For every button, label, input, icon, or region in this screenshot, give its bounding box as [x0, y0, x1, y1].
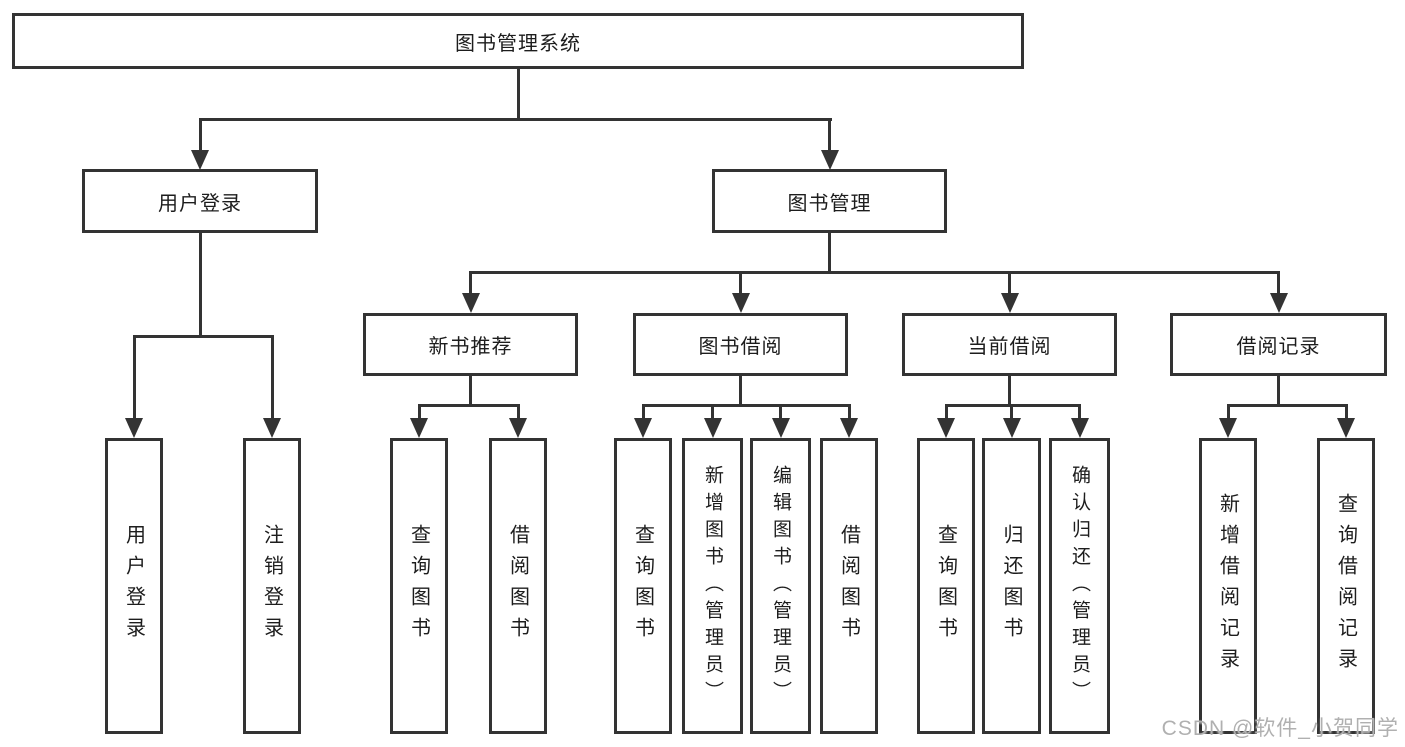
leaf-records-query-record: 查询借阅记录 — [1317, 438, 1375, 734]
leaf-recommend-query-books: 查询图书 — [390, 438, 448, 734]
node-book-management: 图书管理 — [712, 169, 947, 233]
connector-line — [1008, 272, 1011, 293]
arrow-down-icon — [1070, 418, 1089, 438]
node-borrow-records: 借阅记录 — [1170, 313, 1387, 376]
connector-line — [641, 405, 645, 418]
connector-line — [132, 336, 136, 418]
node-current-borrow: 当前借阅 — [902, 313, 1117, 376]
connector-line — [1277, 272, 1280, 293]
connector-line — [828, 119, 831, 150]
arrow-down-icon — [771, 418, 790, 438]
connector-line — [779, 405, 782, 418]
connector-line — [739, 376, 742, 405]
connector-line — [516, 405, 520, 418]
connector-line — [270, 336, 274, 418]
arrow-down-icon — [703, 418, 722, 438]
connector-line — [847, 405, 851, 418]
connector-line — [1008, 376, 1011, 405]
connector-line — [1078, 405, 1081, 418]
arrow-down-icon — [634, 418, 652, 438]
connector-line — [469, 376, 472, 405]
arrow-down-icon — [937, 418, 955, 438]
arrow-down-icon — [263, 418, 281, 438]
connector-line — [469, 272, 472, 293]
leaf-borrow-borrow-books: 借阅图书 — [820, 438, 878, 734]
arrow-down-icon — [1269, 293, 1288, 313]
connector-line — [739, 272, 742, 293]
connector-line — [516, 69, 520, 119]
leaf-current-confirm-return-admin: 确认归还（管理员） — [1049, 438, 1110, 734]
leaf-borrow-query-books: 查询图书 — [614, 438, 672, 734]
leaf-recommend-borrow-books: 借阅图书 — [489, 438, 547, 734]
connector-line — [417, 403, 520, 407]
leaf-current-return-books: 归还图书 — [982, 438, 1041, 734]
connector-line — [198, 119, 202, 150]
leaf-current-query-books: 查询图书 — [917, 438, 975, 734]
connector-line — [1226, 403, 1348, 407]
arrow-down-icon — [1002, 418, 1021, 438]
arrow-down-icon — [1337, 418, 1355, 438]
connector-line — [469, 270, 1280, 274]
connector-line — [711, 405, 714, 418]
leaf-logout: 注销登录 — [243, 438, 301, 734]
leaf-borrow-add-books-admin: 新增图书（管理员） — [682, 438, 743, 734]
node-root: 图书管理系统 — [12, 13, 1024, 69]
watermark: CSDN @软件_小贺同学 — [1161, 717, 1399, 740]
connector-line — [1344, 405, 1348, 418]
arrow-down-icon — [125, 418, 143, 438]
arrow-down-icon — [410, 418, 428, 438]
connector-line — [132, 334, 274, 338]
connector-line — [1010, 405, 1013, 418]
connector-line — [828, 233, 831, 272]
arrow-down-icon — [731, 293, 750, 313]
arrow-down-icon — [820, 150, 839, 170]
arrow-down-icon — [1000, 293, 1019, 313]
node-user-login: 用户登录 — [82, 169, 318, 233]
connector-line — [198, 233, 202, 336]
arrow-down-icon — [191, 150, 209, 170]
arrow-down-icon — [1219, 418, 1237, 438]
arrow-down-icon — [840, 418, 858, 438]
leaf-records-add-record: 新增借阅记录 — [1199, 438, 1257, 734]
connector-line — [944, 405, 948, 418]
leaf-user-login: 用户登录 — [105, 438, 163, 734]
node-book-borrow: 图书借阅 — [633, 313, 848, 376]
arrow-down-icon — [509, 418, 527, 438]
node-new-book-recommend: 新书推荐 — [363, 313, 578, 376]
connector-line — [1226, 405, 1230, 418]
connector-line — [417, 405, 421, 418]
connector-line — [198, 117, 832, 121]
leaf-borrow-edit-books-admin: 编辑图书（管理员） — [750, 438, 811, 734]
arrow-down-icon — [461, 293, 480, 313]
connector-line — [641, 403, 851, 407]
connector-line — [1277, 376, 1280, 405]
